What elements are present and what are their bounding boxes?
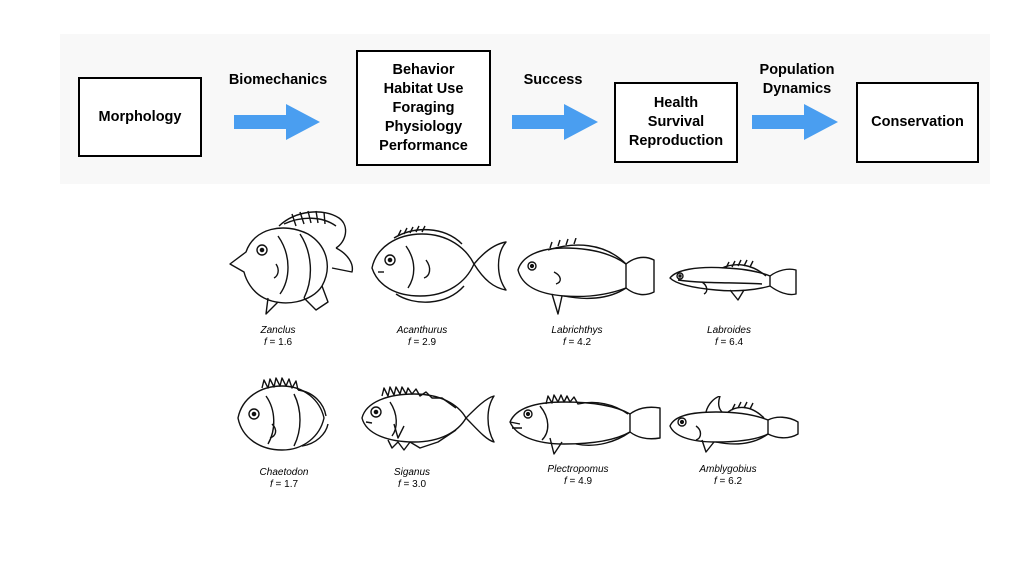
- performance-line: Performance: [379, 137, 468, 154]
- habitat-use-line: Habitat Use: [383, 80, 464, 97]
- amblygobius-fish-icon: [669, 396, 799, 453]
- biomechanics-arrow-icon: [234, 104, 320, 140]
- health-line: Health: [653, 95, 699, 111]
- caption-plectropomus: Plectropomus f = 4.9: [523, 464, 633, 488]
- f-value: f = 4.9: [563, 476, 593, 487]
- foraging-line: Foraging: [392, 99, 455, 116]
- zanclus-fish-icon: [229, 210, 354, 315]
- population-arrow-icon: [752, 104, 838, 140]
- labrichthys-fish-icon: [517, 238, 655, 315]
- chaetodon-fish-icon: [237, 377, 329, 451]
- genus-label: Labrichthys: [551, 325, 603, 336]
- survival-line: Survival: [647, 114, 705, 130]
- success-arrow-icon: [512, 104, 598, 140]
- dynamics-line: Dynamics: [762, 81, 832, 97]
- caption-zanclus: Zanclus f = 1.6: [223, 325, 333, 349]
- genus-label: Zanclus: [260, 325, 296, 336]
- caption-amblygobius: Amblygobius f = 6.2: [673, 464, 783, 488]
- population-line: Population: [759, 62, 835, 78]
- siganus-fish-icon: [361, 386, 495, 451]
- population-dynamics-label: Population Dynamics: [745, 61, 849, 99]
- f-value: f = 1.7: [269, 479, 299, 490]
- genus-label: Plectropomus: [547, 464, 609, 475]
- genus-label: Acanthurus: [396, 325, 448, 336]
- genus-label: Siganus: [393, 467, 431, 478]
- success-label: Success: [523, 72, 583, 88]
- f-value: f = 6.4: [714, 337, 744, 348]
- f-value: f = 2.9: [407, 337, 437, 348]
- caption-siganus: Siganus f = 3.0: [357, 467, 467, 491]
- physiology-line: Physiology: [384, 118, 463, 135]
- plectropomus-fish-icon: [509, 394, 661, 455]
- conservation-label: Conservation: [871, 114, 964, 130]
- acanthurus-fish-icon: [371, 225, 507, 303]
- caption-labroides: Labroides f = 6.4: [674, 325, 784, 349]
- genus-label: Amblygobius: [699, 464, 757, 475]
- biomechanics-label: Biomechanics: [228, 72, 328, 88]
- behavior-box: Behavior Habitat Use Foraging Physiology…: [356, 50, 491, 166]
- caption-acanthurus: Acanthurus f = 2.9: [367, 325, 477, 349]
- flow-panel: [60, 34, 990, 184]
- morphology-box: Morphology: [78, 77, 202, 157]
- f-value: f = 6.2: [713, 476, 743, 487]
- health-box: Health Survival Reproduction: [614, 82, 738, 163]
- conservation-box: Conservation: [856, 82, 979, 163]
- genus-label: Chaetodon: [259, 467, 309, 478]
- f-value: f = 1.6: [263, 337, 293, 348]
- morphology-label: Morphology: [98, 108, 182, 125]
- labroides-fish-icon: [669, 259, 797, 301]
- f-value: f = 4.2: [562, 337, 592, 348]
- f-value: f = 3.0: [397, 479, 427, 490]
- behavior-line: Behavior: [392, 61, 455, 78]
- caption-labrichthys: Labrichthys f = 4.2: [522, 325, 632, 349]
- genus-label: Labroides: [707, 325, 751, 336]
- reproduction-line: Reproduction: [628, 133, 724, 149]
- caption-chaetodon: Chaetodon f = 1.7: [229, 467, 339, 491]
